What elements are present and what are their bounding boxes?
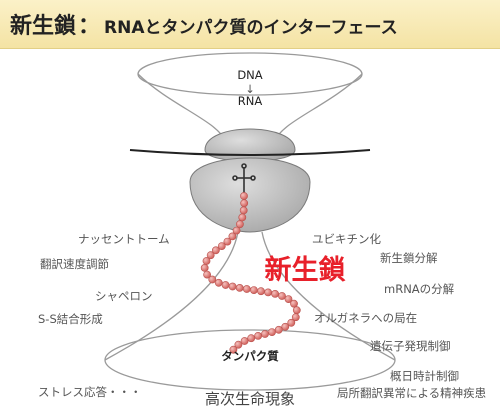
amino-acid-bead — [281, 322, 290, 331]
amino-acid-bead — [203, 270, 211, 279]
amino-acid-bead — [235, 283, 244, 292]
nascent-chain-label: 新生鎖 — [265, 254, 346, 286]
rna-label: RNA — [238, 94, 263, 108]
amino-acid-bead — [287, 318, 296, 327]
right-label-4: 遺伝子発現制御 — [370, 339, 451, 353]
amino-acid-bead — [228, 232, 237, 241]
amino-acid-bead — [268, 328, 276, 336]
ribosome — [189, 128, 311, 233]
title: 新生鎖：RNAとタンパク質のインターフェース — [10, 8, 398, 40]
amino-acid-bead — [239, 206, 248, 215]
amino-acid-bead — [274, 325, 283, 334]
amino-acid-bead — [235, 220, 244, 229]
arrow-icon: ↓ — [245, 82, 255, 96]
amino-acid-bead — [249, 286, 258, 294]
right-label-1: 新生鎖分解 — [380, 251, 438, 265]
right-label-6: 局所翻訳異常による精神疾患 — [337, 386, 486, 400]
right-label-3: オルガネラへの局在 — [314, 311, 417, 325]
amino-acid-bead — [271, 289, 279, 298]
left-label-4: ストレス応答・・・ — [38, 385, 142, 399]
right-label-2: mRNAの分解 — [384, 282, 455, 296]
amino-acid-bead — [229, 345, 238, 354]
amino-acid-bead — [232, 226, 241, 235]
funnel — [104, 52, 396, 391]
left-label-1: 翻訳速度調節 — [40, 257, 109, 271]
trna-icon — [232, 163, 256, 193]
title-bar: 新生鎖：RNAとタンパク質のインターフェース — [0, 0, 500, 49]
right-label-5: 概日時計制御 — [390, 369, 459, 383]
amino-acid-bead — [264, 288, 272, 297]
amino-acid-bead — [206, 251, 215, 260]
left-label-0: ナッセントトーム — [78, 232, 170, 246]
amino-acid-bead — [217, 242, 226, 250]
amino-acid-bead — [240, 199, 249, 208]
left-label-2: シャペロン — [95, 289, 153, 303]
title-main: 新生鎖 — [10, 14, 77, 39]
amino-acid-bead — [202, 257, 211, 265]
amino-acid-bead — [208, 275, 217, 284]
amino-acid-bead — [228, 282, 237, 291]
amino-acid-bead — [291, 313, 300, 322]
amino-acid-bead — [284, 295, 293, 303]
amino-acid-bead — [240, 192, 248, 200]
mrna-strand — [129, 149, 371, 156]
title-subtitle: RNAとタンパク質のインターフェース — [104, 18, 398, 38]
amino-acid-bead — [211, 246, 220, 255]
amino-acid-bead — [292, 306, 301, 315]
amino-acid-bead — [238, 213, 247, 222]
amino-acid-bead — [240, 337, 249, 345]
amino-acid-bead — [200, 263, 209, 272]
amino-acid-bead — [278, 292, 286, 300]
nascent-chain-beads — [200, 192, 301, 354]
amino-acid-bead — [214, 278, 223, 287]
amino-acid-bead — [234, 340, 243, 349]
amino-acid-bead — [257, 287, 265, 296]
amino-acid-bead — [242, 285, 251, 293]
right-label-0: ユビキチン化 — [312, 232, 381, 246]
dna-label: DNA — [237, 68, 262, 82]
amino-acid-bead — [290, 299, 298, 308]
title-separator: ： — [78, 14, 101, 39]
amino-acid-bead — [221, 281, 230, 289]
amino-acid-bead — [223, 237, 232, 246]
amino-acid-bead — [254, 331, 262, 340]
amino-acid-bead — [261, 330, 269, 338]
amino-acid-bead — [247, 334, 256, 343]
protein-label: タンパク質 — [221, 349, 279, 363]
higher-order-phenomena-label: 高次生命現象 — [205, 390, 295, 408]
left-label-3: S-S結合形成 — [38, 312, 103, 326]
